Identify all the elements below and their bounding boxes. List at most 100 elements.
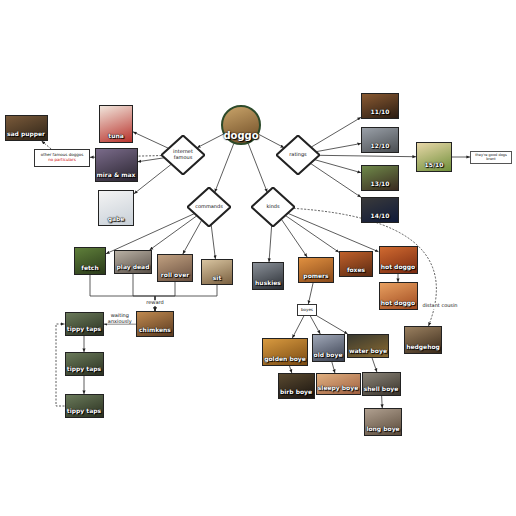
connector [332, 362, 335, 373]
node-label: foxes [347, 267, 365, 274]
node-label: mira & max [97, 172, 136, 179]
photo-node: old boye [312, 334, 345, 362]
node-label: no particulars [48, 158, 76, 163]
node-label: 15/10 [425, 162, 444, 169]
connector [215, 144, 234, 193]
connector [269, 226, 272, 262]
photo-node: roll over [157, 254, 193, 282]
edge-label: distant cousin [421, 303, 458, 309]
connector [281, 219, 307, 257]
node-label: 13/10 [371, 181, 390, 188]
photo-node: long boye [364, 408, 402, 436]
photo-node: hot doggo [379, 282, 418, 310]
connector [310, 316, 320, 334]
node-label: internet famous [169, 149, 197, 161]
photo-node: sad pupper [5, 115, 48, 141]
node-label: sit [213, 275, 222, 282]
photo-node: tippy taps [65, 312, 104, 336]
node-label: 14/10 [371, 213, 390, 220]
decision-diamond: internet famous [161, 135, 205, 175]
node-label: hot doggo [381, 264, 415, 271]
connector [138, 158, 165, 162]
photo-node: hedgehog [404, 326, 442, 354]
photo-node: 13/10 [361, 165, 399, 191]
connector [294, 208, 437, 326]
node-label: play dead [117, 264, 150, 271]
node-label: chimkens [139, 327, 171, 334]
node-label: huskies [255, 280, 281, 287]
connector [155, 285, 217, 311]
connector [308, 283, 313, 304]
connector [197, 134, 223, 148]
node-label: hedgehog [406, 344, 440, 351]
connector [134, 164, 171, 193]
photo-node: hot doggo [379, 246, 418, 274]
node-label: water boye [349, 348, 387, 355]
connector [372, 358, 377, 372]
photo-node: tippy taps [65, 394, 104, 418]
connector [398, 274, 399, 282]
connector [317, 316, 348, 334]
connector [155, 282, 175, 311]
node-label: tippy taps [67, 326, 101, 333]
photo-node: pomers [298, 257, 334, 283]
node-label: sad pupper [7, 131, 45, 138]
node-label: they're good dogs brent [472, 153, 510, 161]
connector [84, 336, 85, 352]
connector [84, 376, 85, 394]
edge-label: reward [145, 300, 164, 306]
photo-node: sleepy boye [316, 373, 361, 395]
connector [42, 141, 52, 149]
connector [311, 163, 361, 197]
node-label: 11/10 [371, 109, 390, 116]
connector [211, 225, 215, 259]
connector [183, 220, 202, 254]
decision-diamond: commands [187, 187, 231, 227]
photo-node: golden boye [262, 338, 308, 366]
node-label: gabe [108, 216, 125, 223]
node-label: long boye [366, 426, 399, 433]
connector [320, 155, 416, 156]
connector [104, 324, 137, 325]
decision-diamond: kinds [251, 187, 295, 227]
photo-node: gabe [98, 190, 134, 226]
node-label: birb boye [280, 389, 312, 396]
photo-node: sit [201, 259, 233, 285]
node-label: ratings [289, 152, 306, 158]
photo-node: 12/10 [361, 127, 399, 153]
node-label: kinds [266, 204, 279, 210]
connector [381, 396, 383, 408]
node-label: boyes [301, 308, 313, 313]
photo-node: foxes [339, 251, 373, 277]
connector [316, 143, 361, 151]
node-label: old boye [314, 352, 343, 359]
photo-node: water boye [347, 334, 389, 358]
note-box: boyes [297, 304, 317, 316]
connector [248, 144, 267, 193]
connector [311, 117, 361, 147]
photo-node: tippy taps [65, 352, 104, 376]
edge-label: waiting anxiously [104, 313, 136, 324]
photo-node: 14/10 [361, 197, 399, 223]
node-label: roll over [161, 272, 189, 279]
connector [56, 324, 65, 406]
node-label: tuna [108, 133, 123, 140]
node-label: 12/10 [371, 143, 390, 150]
photo-node: chimkens [136, 311, 174, 337]
connector [133, 132, 168, 148]
photo-node: play dead [114, 250, 152, 274]
node-label: hot doggo [381, 300, 415, 307]
node-label: pomers [303, 273, 328, 280]
center-node: doggo [221, 105, 261, 145]
photo-node: huskies [252, 262, 284, 290]
node-label: fetch [81, 265, 98, 272]
photo-node: fetch [74, 247, 106, 275]
connector [452, 157, 470, 158]
decision-diamond: ratings [276, 135, 320, 175]
node-label: shell boye [364, 386, 399, 393]
connector [292, 316, 304, 338]
photo-node: mira & max [95, 148, 138, 182]
node-label: commands [195, 204, 223, 210]
photo-node: 15/10 [416, 142, 452, 172]
